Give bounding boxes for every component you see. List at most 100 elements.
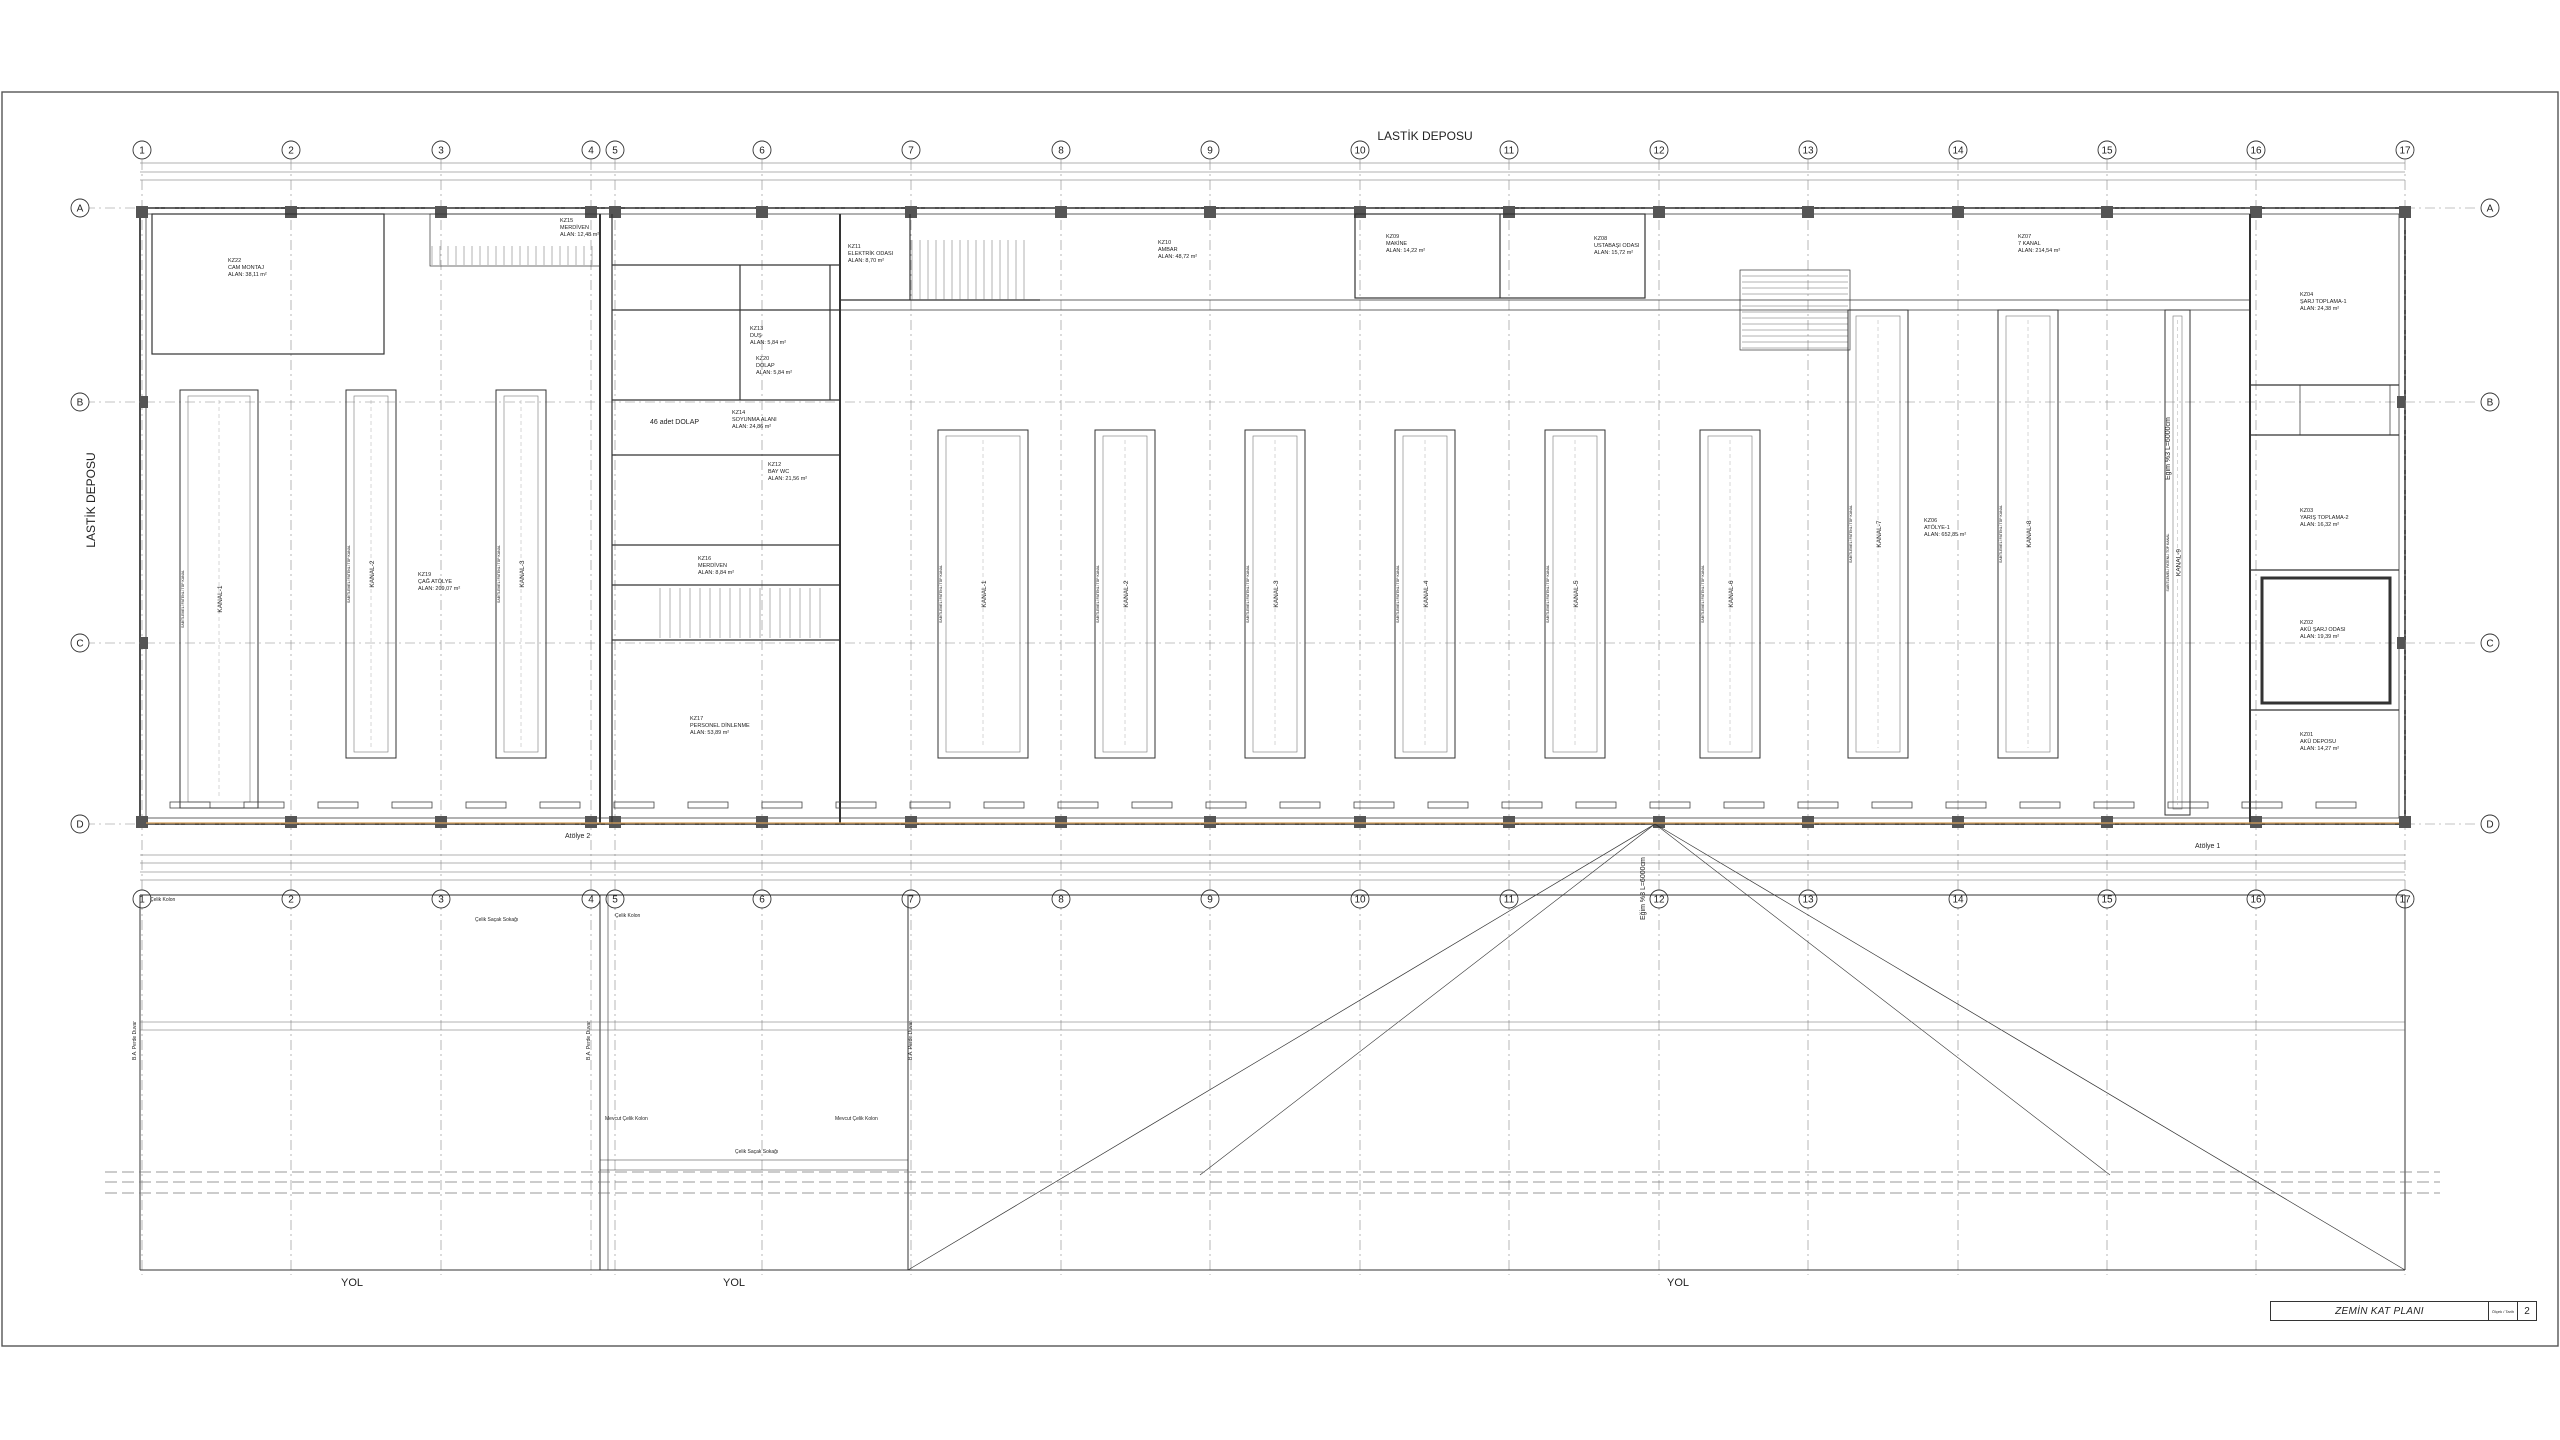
column — [435, 206, 447, 218]
grid-bubble-col-15: 15 — [2097, 140, 2117, 160]
svg-text:7: 7 — [908, 146, 914, 157]
grid-bubble-col-11: 11 — [1499, 140, 1519, 160]
door-marker — [1279, 801, 1321, 809]
column — [1653, 206, 1665, 218]
door-marker — [1501, 801, 1543, 809]
door-marker — [243, 801, 285, 809]
canal-label: KANAL-9 — [2176, 549, 2183, 576]
drawing-title: ZEMİN KAT PLANI — [2335, 1305, 2424, 1317]
grid-bubble-col-10: 10 — [1350, 140, 1370, 160]
column — [435, 816, 447, 828]
grid-bubble-row-B: B — [70, 392, 90, 412]
svg-text:AKÜ ŞARJ ODASI: AKÜ ŞARJ ODASI — [2300, 626, 2346, 633]
svg-text:ALAN: 209,07 m²: ALAN: 209,07 m² — [418, 586, 460, 592]
grid-bubble-col-2: 2 — [281, 889, 301, 909]
canal-label: KANAL-4 — [1423, 580, 1430, 607]
canal-label: KANAL-1 — [981, 580, 988, 607]
door-marker — [539, 801, 581, 809]
column — [140, 396, 148, 408]
grid-bubble-col-16: 16 — [2246, 889, 2266, 909]
road-label-2: YOL — [723, 1277, 745, 1289]
column — [1204, 206, 1216, 218]
svg-text:A: A — [2487, 204, 2494, 215]
column — [2250, 206, 2262, 218]
grid-bubble-col-5: 5 — [605, 889, 625, 909]
svg-text:ALAN: 15,72 m²: ALAN: 15,72 m² — [1594, 250, 1633, 256]
column — [609, 206, 621, 218]
svg-text:10: 10 — [1354, 895, 1366, 906]
column — [136, 816, 148, 828]
column — [285, 206, 297, 218]
title-block: ZEMİN KAT PLANI Ölçek / Tarih 2 — [2270, 1301, 2537, 1321]
canopy-label-existing-col-2: Mevcut Çelik Kolon — [835, 1116, 878, 1122]
road-label-3: YOL — [1667, 1277, 1689, 1289]
svg-text:KZ08: KZ08 — [1594, 236, 1607, 242]
slope-label-1: Eğim %3 L=6000cm — [2165, 417, 2172, 480]
svg-text:ALAN: 16,32 m²: ALAN: 16,32 m² — [2300, 522, 2339, 528]
column — [1802, 206, 1814, 218]
grid-bubble-col-5: 5 — [605, 140, 625, 160]
canal-label: KANAL-1 — [217, 585, 224, 612]
locker-label: 46 adet DOLAP — [650, 419, 699, 426]
svg-text:ŞARJ TOPLAMA-1: ŞARJ TOPLAMA-1 — [2300, 299, 2347, 305]
canal-rail-text: SABİTLEMELİ PATENLİ TÜP KANAL — [1848, 505, 1853, 563]
column — [2399, 206, 2411, 218]
door-marker — [1205, 801, 1247, 809]
column — [2397, 637, 2405, 649]
door-marker — [1575, 801, 1617, 809]
wall-label-3: B.A. Perde Duvar — [908, 1021, 914, 1060]
svg-text:D: D — [76, 820, 83, 831]
svg-text:DOLAP: DOLAP — [756, 363, 775, 369]
svg-text:KZ03: KZ03 — [2300, 508, 2313, 514]
svg-text:KZ06: KZ06 — [1924, 518, 1937, 524]
canal-label: KANAL-5 — [1573, 580, 1580, 607]
column — [140, 637, 148, 649]
svg-text:KZ14: KZ14 — [732, 410, 745, 416]
svg-text:C: C — [76, 639, 83, 650]
canal-label: KANAL-6 — [1728, 580, 1735, 607]
door-marker — [2019, 801, 2061, 809]
door-marker — [169, 801, 211, 809]
door-marker — [835, 801, 877, 809]
svg-text:ALAN: 5,84 m²: ALAN: 5,84 m² — [756, 370, 792, 376]
svg-text:6: 6 — [759, 895, 765, 906]
door-marker — [1353, 801, 1395, 809]
canopy-label-eave-1: Çelik Saçak Sokağı — [475, 917, 518, 923]
entry-label-2: Atölye 1 — [2195, 843, 2220, 850]
svg-text:12: 12 — [1653, 895, 1665, 906]
structural-columns — [136, 206, 2411, 828]
column — [1055, 816, 1067, 828]
svg-text:KZ16: KZ16 — [698, 556, 711, 562]
canopy-area — [139, 823, 2406, 1271]
svg-text:1: 1 — [139, 895, 145, 906]
svg-text:C: C — [2486, 639, 2493, 650]
grid-bubble-col-14: 14 — [1948, 140, 1968, 160]
grid-bubble-col-9: 9 — [1200, 889, 1220, 909]
column — [2250, 816, 2262, 828]
grid-bubble-col-17: 17 — [2395, 140, 2415, 160]
svg-text:USTABAŞI ODASI: USTABAŞI ODASI — [1594, 243, 1640, 249]
svg-text:B: B — [77, 398, 84, 409]
side-label: LASTİK DEPOSU — [84, 452, 98, 547]
grid-bubble-col-8: 8 — [1051, 140, 1071, 160]
door-marker — [1649, 801, 1691, 809]
door-marker — [1427, 801, 1469, 809]
svg-text:ALAN: 214,54 m²: ALAN: 214,54 m² — [2018, 248, 2060, 254]
svg-text:11: 11 — [1504, 146, 1515, 157]
svg-text:MERDİVEN: MERDİVEN — [560, 224, 589, 231]
